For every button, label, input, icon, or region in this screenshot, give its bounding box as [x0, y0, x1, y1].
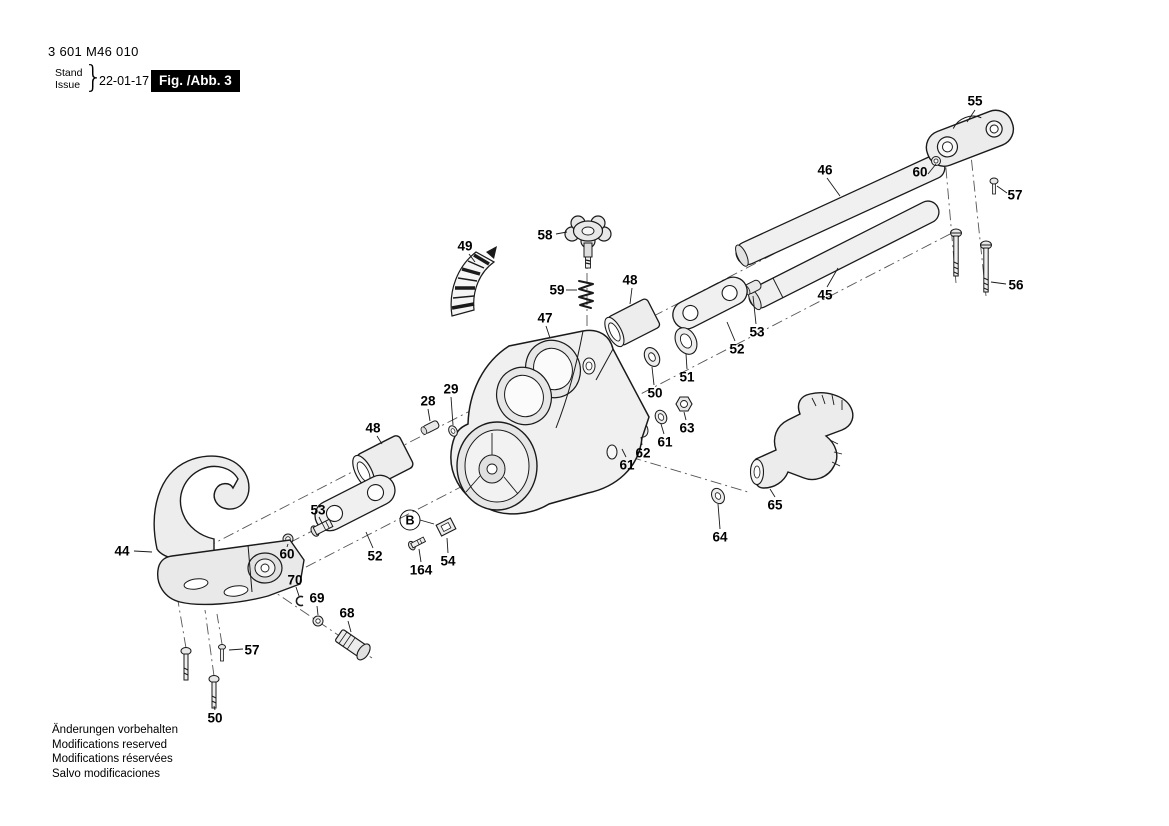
part-52-plate-bottom: [314, 474, 396, 532]
modifications-notice: Änderungen vorbehalten Modifications res…: [52, 723, 178, 781]
part-65-handle: [749, 392, 854, 489]
part-54-clamp-piece: [435, 517, 457, 537]
part-53-screw-bottom: [310, 518, 334, 537]
part-29-washer: [448, 425, 458, 437]
part-51-ring: [674, 327, 698, 355]
part-60-nut-top: [931, 156, 941, 166]
part-69-washer: [312, 615, 324, 627]
part-48-bushing-bottom: [352, 435, 414, 489]
part-49-scale: [450, 246, 497, 317]
part-47-housing: [450, 329, 650, 515]
part-50-washer-top: [643, 346, 661, 368]
footer-line-fr: Modifications réservées: [52, 753, 173, 765]
part-57-screw-bottom: [218, 644, 226, 662]
part-57-screw-top: [989, 177, 999, 195]
part-50-screws-bottom: [180, 647, 220, 709]
issue-label: Issue: [55, 79, 81, 91]
part-61-washer-a: [654, 409, 668, 425]
brace-glyph: }: [84, 60, 104, 95]
part-63-hex-nut: [675, 396, 693, 412]
issue-block: Stand Issue: [55, 67, 82, 91]
part-58-star-knob: [564, 215, 612, 269]
figure-label: Fig. /Abb. 3: [151, 70, 240, 92]
stand-label: Stand: [55, 67, 83, 79]
part-164-screw: [408, 536, 427, 551]
footer-line-en: Modifications reserved: [52, 738, 168, 751]
part-70-clip: [295, 595, 304, 607]
issue-date: 22-01-17: [99, 74, 150, 88]
part-48-bushing-top: [604, 298, 661, 348]
part-68-bolt: [335, 629, 371, 661]
footer-line-es: Salvo modificaciones: [52, 767, 161, 780]
footer-line-de: Änderungen vorbehalten: [52, 724, 178, 736]
callout-leader-lines: [133, 109, 1008, 711]
part-44-base-bracket: [153, 455, 305, 606]
part-55-end-bracket: [925, 109, 1015, 167]
document-number: 3 601 M46 010: [48, 44, 139, 59]
part-28-pin: [420, 420, 440, 435]
part-59-spring: [578, 280, 594, 309]
part-64-washer: [711, 487, 725, 505]
part-56-screws: [950, 228, 992, 293]
part-52-plate-top: [672, 276, 748, 330]
